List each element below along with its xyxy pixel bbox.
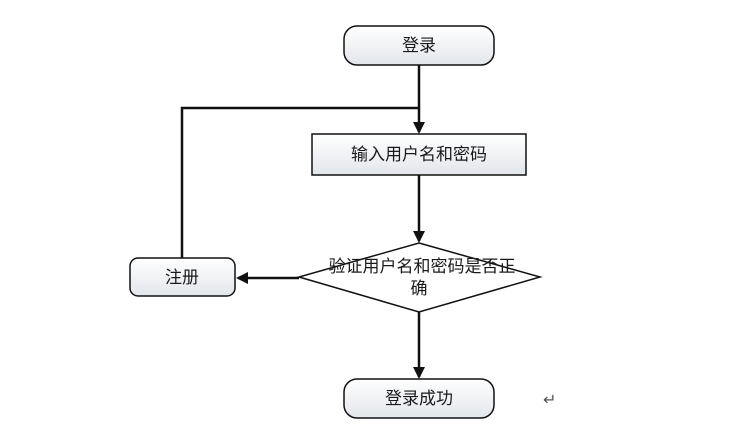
node-start-label: 登录 [402,36,436,56]
node-decision-label-line2: 确 [411,279,428,299]
node-success: 登录成功 [343,378,495,419]
node-register-label: 注册 [165,268,199,288]
edge-register-loop-back [180,106,419,258]
node-input: 输入用户名和密码 [311,133,527,176]
node-decision-label-line1: 验证用户名和密码是否正 [329,257,516,277]
paragraph-mark-icon: ↵ [543,390,557,409]
node-start: 登录 [343,25,495,66]
node-register: 注册 [129,257,236,297]
node-input-label: 输入用户名和密码 [351,145,487,165]
node-success-label: 登录成功 [385,389,453,409]
node-decision: 验证用户名和密码是否正 确 [296,242,543,313]
